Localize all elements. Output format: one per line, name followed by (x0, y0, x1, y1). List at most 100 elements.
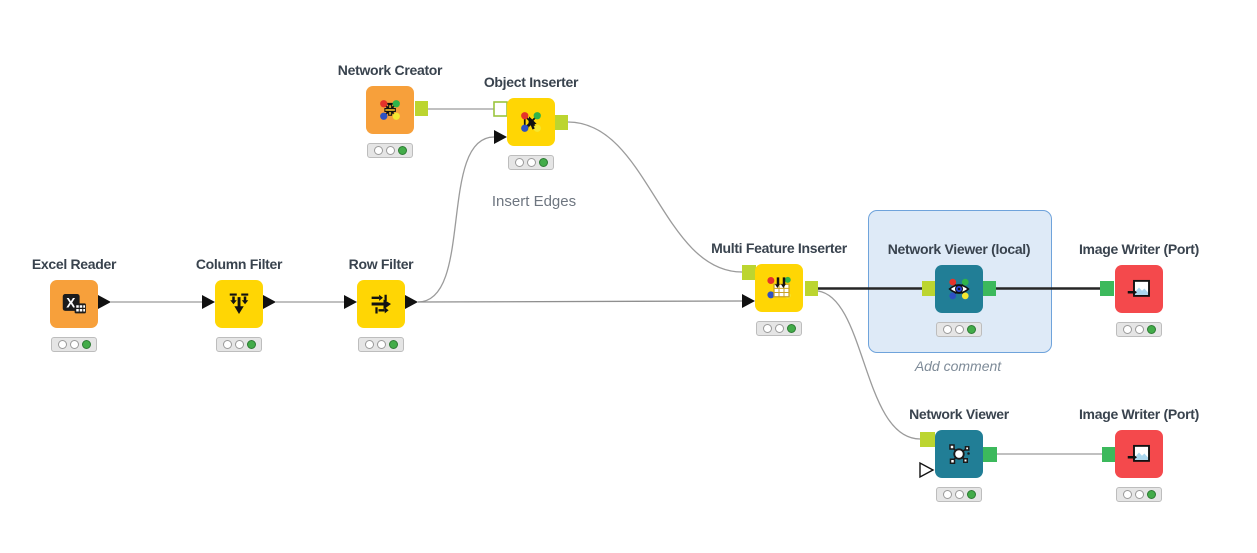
status-dot-idle (364, 340, 374, 349)
status-dot-executed (81, 340, 91, 349)
node-comment-insert-edges[interactable]: Insert Edges (491, 193, 577, 210)
port-in-network-viewer[interactable] (920, 432, 935, 447)
network-viewer-eye-icon (948, 278, 970, 300)
status-traffic-light (216, 337, 262, 352)
status-dot-running (774, 324, 784, 333)
node-row-filter[interactable]: Row Filter (349, 256, 414, 352)
port-out-object-inserter[interactable] (555, 115, 568, 130)
node-label-excel-reader[interactable]: Excel Reader (31, 256, 117, 272)
node-body-row-filter[interactable] (357, 280, 405, 328)
node-image-writer-port-1[interactable]: Image Writer (Port) (1079, 241, 1199, 337)
node-label-network-viewer-local[interactable]: Network Viewer (local) (887, 241, 1031, 257)
status-dot-idle (57, 340, 67, 349)
node-network-viewer-local[interactable]: Network Viewer (local) (888, 241, 1031, 337)
node-image-writer-port-2[interactable]: Image Writer (Port) (1079, 406, 1199, 502)
port-in-optional-network-viewer[interactable] (919, 461, 935, 479)
excel-icon: X (62, 294, 86, 314)
status-dot-executed (397, 146, 407, 155)
status-dot-executed (966, 490, 976, 499)
port-out-network-viewer[interactable] (983, 447, 997, 462)
node-label-column-filter[interactable]: Column Filter (195, 256, 283, 272)
status-traffic-light (1116, 322, 1162, 337)
node-multi-feature-inserter[interactable]: Multi Feature Inserter (711, 240, 847, 336)
node-label-image-writer-port-1[interactable]: Image Writer (Port) (1078, 241, 1200, 257)
network-molecule-icon (949, 444, 970, 465)
status-dot-idle (1122, 325, 1132, 334)
node-body-image-writer-port-1[interactable] (1115, 265, 1163, 313)
network-creator-icon (380, 100, 400, 120)
port-out-excel-reader[interactable] (98, 295, 111, 309)
status-dot-running (69, 340, 79, 349)
port-out-row-filter[interactable] (405, 295, 418, 309)
node-body-network-viewer-local[interactable] (935, 265, 983, 313)
status-traffic-light (936, 322, 982, 337)
node-label-network-viewer[interactable]: Network Viewer (909, 406, 1009, 422)
node-label-row-filter[interactable]: Row Filter (348, 256, 414, 272)
node-body-column-filter[interactable] (215, 280, 263, 328)
node-object-inserter[interactable]: Object Inserter (484, 74, 578, 170)
status-dot-running (1134, 490, 1144, 499)
status-dot-idle (514, 158, 524, 167)
status-dot-running (1134, 325, 1144, 334)
svg-text:X: X (66, 295, 76, 310)
row-filter-icon (371, 294, 391, 314)
port-out-multi-feature-inserter[interactable] (805, 281, 818, 296)
status-traffic-light (508, 155, 554, 170)
port-out-column-filter[interactable] (263, 295, 276, 309)
node-label-network-creator[interactable]: Network Creator (337, 62, 443, 78)
status-dot-executed (1146, 490, 1156, 499)
node-network-creator[interactable]: Network Creator (338, 62, 443, 158)
status-dot-idle (942, 325, 952, 334)
status-dot-executed (246, 340, 256, 349)
status-dot-running (954, 325, 964, 334)
port-in-image-writer-1[interactable] (1100, 281, 1114, 296)
node-label-multi-feature-inserter[interactable]: Multi Feature Inserter (711, 240, 847, 256)
port-in-network-object-inserter[interactable] (493, 101, 508, 117)
port-in-data-object-inserter[interactable] (494, 130, 507, 144)
status-dot-executed (538, 158, 548, 167)
node-comment-add-comment[interactable]: Add comment (914, 358, 1002, 374)
status-dot-running (385, 146, 395, 155)
multi-feature-inserter-icon (767, 276, 791, 299)
status-dot-executed (1146, 325, 1156, 334)
node-body-excel-reader[interactable]: X (50, 280, 98, 328)
port-out-network-viewer-local[interactable] (982, 281, 996, 296)
status-traffic-light (358, 337, 404, 352)
status-dot-running (234, 340, 244, 349)
status-dot-running (376, 340, 386, 349)
port-in-row-filter[interactable] (344, 295, 357, 309)
node-body-image-writer-port-2[interactable] (1115, 430, 1163, 478)
status-dot-idle (1122, 490, 1132, 499)
column-filter-icon (229, 293, 249, 314)
node-body-network-viewer[interactable] (935, 430, 983, 478)
connection-rowfilter-to-objectinserter[interactable] (417, 136, 495, 303)
node-label-image-writer-port-2[interactable]: Image Writer (Port) (1078, 406, 1200, 422)
node-body-network-creator[interactable] (366, 86, 414, 134)
port-in-data-multi-feature-inserter[interactable] (742, 294, 755, 308)
status-dot-running (954, 490, 964, 499)
status-dot-idle (762, 324, 772, 333)
status-traffic-light (367, 143, 413, 158)
port-in-network-multi-feature-inserter[interactable] (742, 265, 756, 280)
status-dot-idle (942, 490, 952, 499)
connection-rowfilter-to-multifeature[interactable] (417, 300, 743, 303)
node-network-viewer[interactable]: Network Viewer (909, 406, 1009, 502)
node-column-filter[interactable]: Column Filter (196, 256, 282, 352)
status-traffic-light (1116, 487, 1162, 502)
port-in-column-filter[interactable] (202, 295, 215, 309)
status-dot-running (526, 158, 536, 167)
node-body-multi-feature-inserter[interactable] (755, 264, 803, 312)
node-body-object-inserter[interactable] (507, 98, 555, 146)
image-writer-icon (1127, 444, 1150, 462)
node-label-object-inserter[interactable]: Object Inserter (483, 74, 579, 90)
connection-multifeature-to-networkviewer[interactable] (817, 290, 921, 440)
status-traffic-light (51, 337, 97, 352)
port-in-image-writer-2[interactable] (1102, 447, 1115, 462)
status-dot-executed (786, 324, 796, 333)
port-out-network-creator[interactable] (415, 101, 428, 116)
port-in-network-viewer-local[interactable] (922, 281, 936, 296)
node-excel-reader[interactable]: Excel Reader X (32, 256, 116, 352)
connection-objectinserter-to-multifeature[interactable] (567, 121, 743, 273)
